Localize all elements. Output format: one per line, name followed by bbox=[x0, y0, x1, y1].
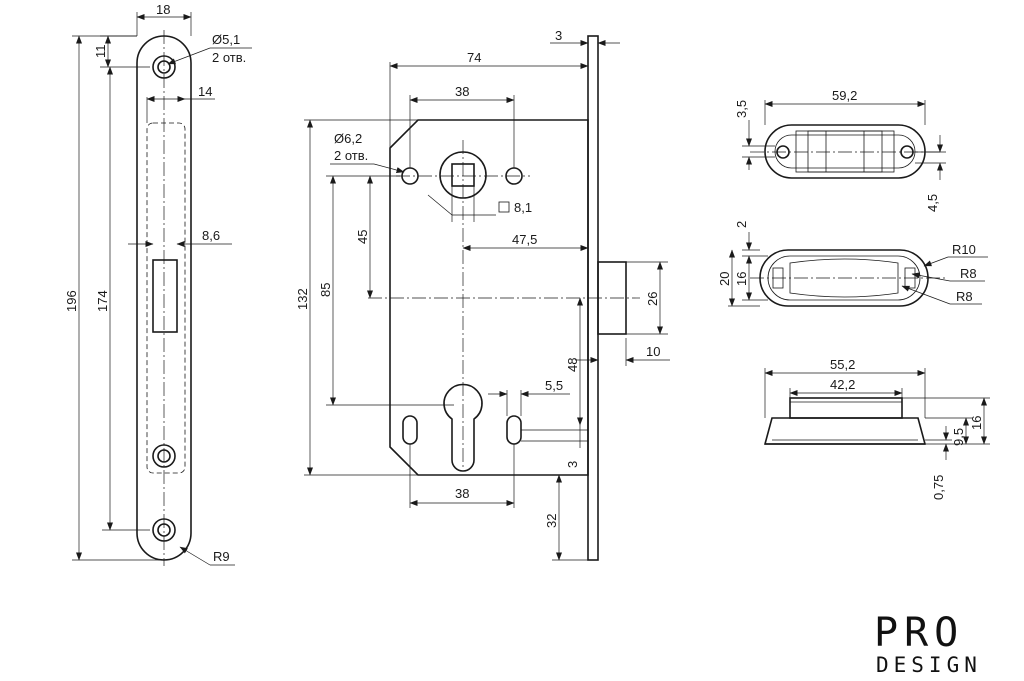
strike-plate-top-view: 59,2 3,5 4,5 bbox=[734, 88, 946, 212]
dim-v48: 48 bbox=[565, 358, 580, 372]
dim-slot-width-body: 5,5 bbox=[545, 378, 563, 393]
dim-v3: 3 bbox=[565, 461, 580, 468]
dim-body-hole-count: 2 отв. bbox=[334, 148, 368, 163]
strike-top-outline bbox=[764, 124, 926, 179]
body-case bbox=[389, 119, 589, 476]
dim-faceplate-hole-count: 2 отв. bbox=[212, 50, 246, 65]
dim-v32: 32 bbox=[544, 514, 559, 528]
faceplate-hidden-body bbox=[146, 122, 186, 474]
dim-body-depth: 74 bbox=[467, 50, 481, 65]
dim-hole-span-bottom: 38 bbox=[455, 486, 469, 501]
dim-faceplate-offset: 11 bbox=[93, 45, 108, 59]
logo-pro: PRO bbox=[874, 610, 964, 656]
dim-hole-span-top: 38 bbox=[455, 84, 469, 99]
strike-plate-mid-view: 2 20 16 R10 R8 R8 bbox=[717, 221, 988, 307]
dim-side-95: 9,5 bbox=[951, 428, 966, 446]
strike-side-box bbox=[789, 397, 903, 419]
lock-body-view: 74 3 38 Ø6,2 2 отв. 8,1 45 47,5 132 bbox=[295, 28, 670, 561]
dim-strike-2: 2 bbox=[734, 221, 749, 228]
slot-left bbox=[402, 415, 418, 445]
dim-faceplate-hole: Ø5,1 bbox=[212, 32, 240, 47]
logo-design: DESIGN bbox=[876, 653, 982, 677]
dim-strike-45: 4,5 bbox=[925, 194, 940, 212]
dim-faceplate-total: 196 bbox=[64, 290, 79, 312]
dim-body-hole: Ø6,2 bbox=[334, 131, 362, 146]
dim-latch-throw: 10 bbox=[646, 344, 660, 359]
faceplate-view: 18 Ø5,1 2 отв. 11 14 8,6 196 174 R9 bbox=[64, 2, 252, 566]
dim-strike-20: 20 bbox=[717, 272, 732, 286]
dim-latch-height: 26 bbox=[645, 292, 660, 306]
dim-side-outer: 55,2 bbox=[830, 357, 855, 372]
dim-v85: 85 bbox=[318, 283, 333, 297]
dim-backset: 47,5 bbox=[512, 232, 537, 247]
cylinder-cutout bbox=[443, 383, 483, 472]
dim-strike-16: 16 bbox=[734, 272, 749, 286]
dim-r8-b: R8 bbox=[956, 289, 973, 304]
dim-slot-width: 8,6 bbox=[202, 228, 220, 243]
dim-side-inner: 42,2 bbox=[830, 377, 855, 392]
slot-right bbox=[506, 415, 522, 445]
dim-faceplate-width: 18 bbox=[156, 2, 170, 17]
dim-faceplate-radius: R9 bbox=[213, 549, 230, 564]
dim-strike-35: 3,5 bbox=[734, 100, 749, 118]
dim-v45: 45 bbox=[355, 230, 370, 244]
latch-slot bbox=[152, 259, 178, 333]
dim-side-075: 0,75 bbox=[931, 475, 946, 500]
dim-side-16: 16 bbox=[969, 416, 984, 430]
dim-strike-length: 59,2 bbox=[832, 88, 857, 103]
dim-faceplate-inner: 14 bbox=[198, 84, 212, 99]
brand-logo: PRO DESIGN bbox=[874, 610, 982, 677]
square-symbol bbox=[498, 201, 510, 213]
dim-r8-a: R8 bbox=[960, 266, 977, 281]
dim-r10: R10 bbox=[952, 242, 976, 257]
dim-hole-pitch: 174 bbox=[95, 290, 110, 312]
dim-body-height: 132 bbox=[295, 288, 310, 310]
strike-plate-side-view: 55,2 42,2 16 9,5 0,75 bbox=[763, 357, 990, 500]
dim-spindle-square: 8,1 bbox=[514, 200, 532, 215]
dim-plate-thickness: 3 bbox=[555, 28, 562, 43]
